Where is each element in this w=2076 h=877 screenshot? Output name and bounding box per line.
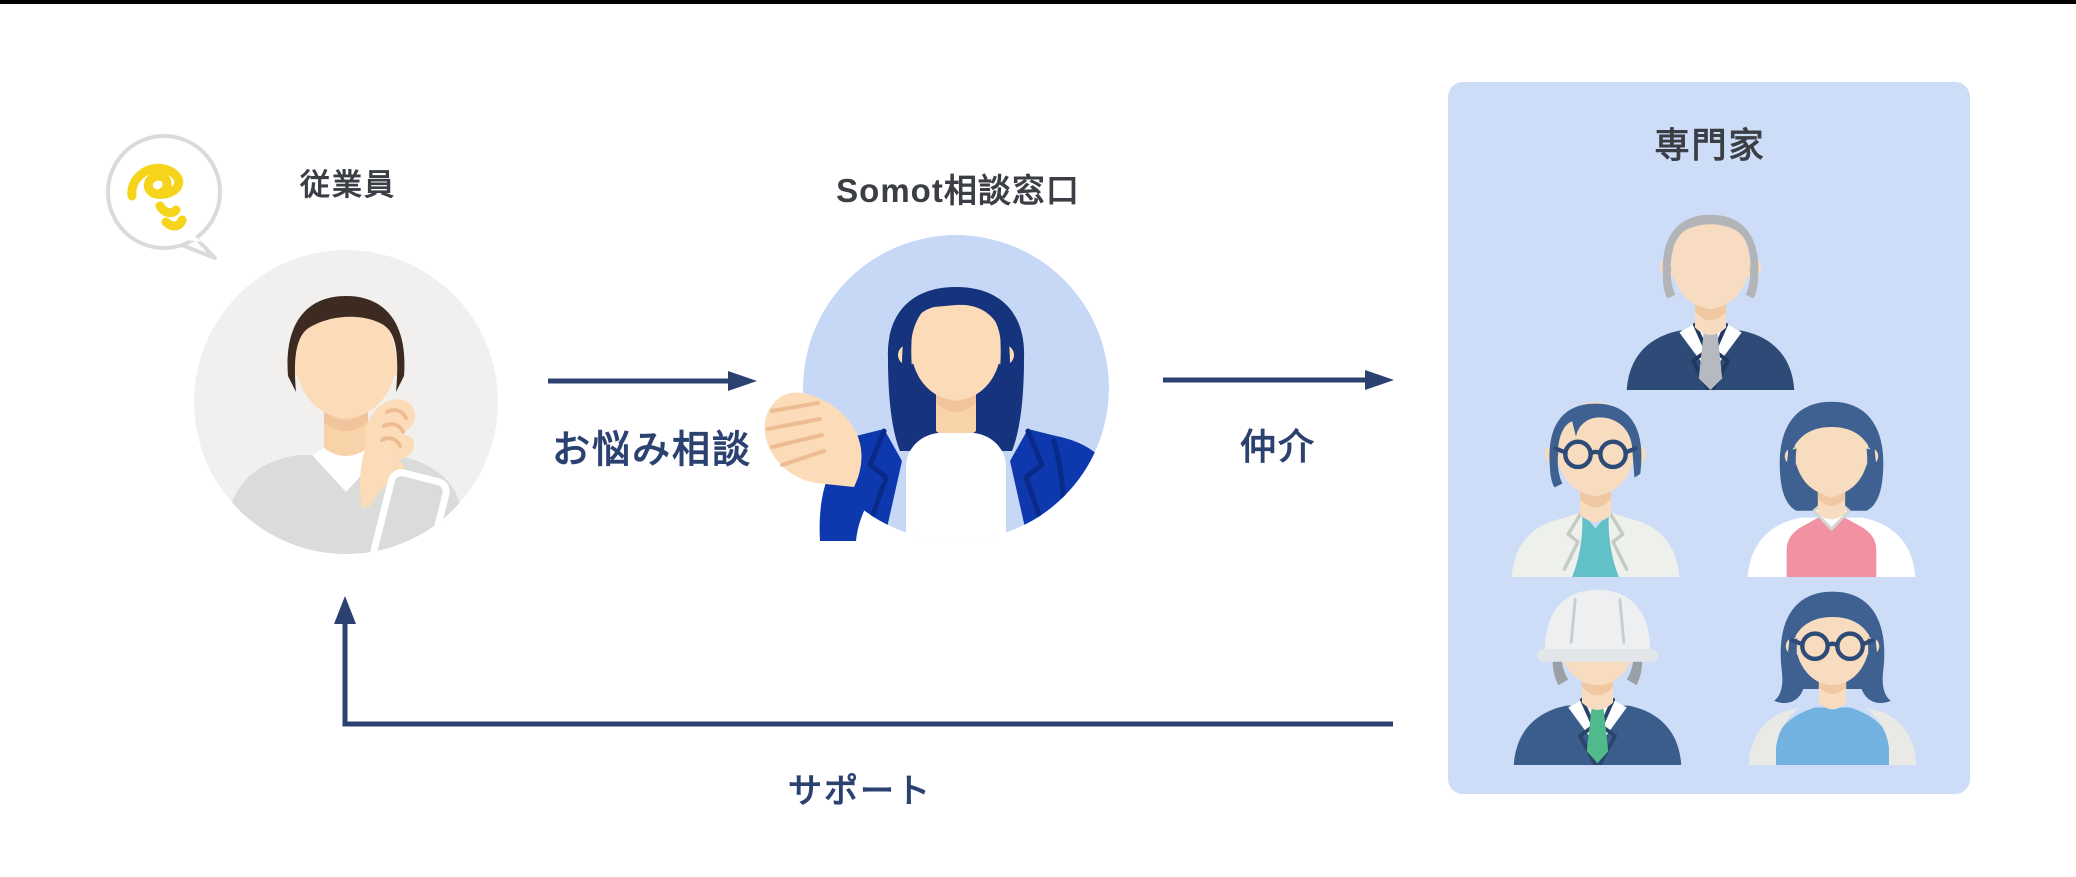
employee-label: 従業員 bbox=[300, 169, 396, 202]
pink-apron bbox=[1786, 515, 1877, 577]
experts-label: 専門家 bbox=[1654, 126, 1766, 166]
green-tie bbox=[1586, 706, 1609, 764]
worry-speech-bubble bbox=[106, 134, 222, 260]
employee-hair bbox=[287, 296, 405, 392]
employee-avatar bbox=[194, 250, 498, 554]
glasses-icon bbox=[1790, 631, 1875, 662]
somot-receptionist-avatar bbox=[764, 235, 1109, 541]
support-flow-label: サポート bbox=[788, 772, 932, 811]
mediate-arrow bbox=[1163, 370, 1394, 390]
experts-panel bbox=[1448, 82, 1970, 794]
consult-arrow bbox=[548, 371, 757, 391]
blue-top bbox=[1774, 707, 1891, 765]
senior-man-suit-avatar bbox=[1626, 214, 1795, 390]
somot-hair-front bbox=[903, 291, 1007, 347]
woman-glasses-avatar bbox=[1748, 591, 1917, 765]
hard-hat-icon bbox=[1537, 589, 1658, 662]
somot-label: Somot相談窓口 bbox=[836, 172, 1080, 209]
mediate-flow-label: 仲介 bbox=[1239, 426, 1317, 467]
top-border-bar bbox=[0, 0, 2076, 4]
lab-coat-left bbox=[1511, 511, 1583, 577]
engineer-hardhat-avatar bbox=[1513, 589, 1682, 765]
consult-flow-label: お悩み相談 bbox=[551, 429, 753, 472]
support-arrow bbox=[334, 596, 1393, 727]
gray-tie bbox=[1698, 331, 1723, 390]
glasses-icon bbox=[1553, 439, 1638, 470]
woman-pink-apron-avatar bbox=[1747, 401, 1916, 577]
worry-scribble-icon bbox=[127, 163, 187, 231]
lab-coat-right bbox=[1608, 511, 1680, 577]
doctor-glasses-avatar bbox=[1511, 401, 1680, 577]
